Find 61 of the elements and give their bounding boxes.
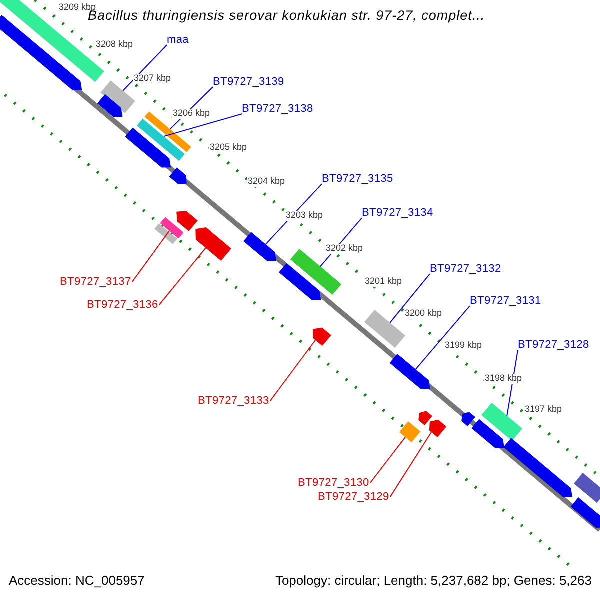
- gene-feature: [364, 310, 406, 348]
- gene-label: BT9727_3135: [322, 173, 394, 186]
- gene-feature: [418, 411, 432, 426]
- position-label: 3201 kbp: [364, 277, 404, 287]
- footer-text: Accession: NC_005957: [9, 574, 145, 588]
- leader-line: [390, 274, 430, 324]
- gene-feature: [154, 224, 178, 244]
- gene-label: BT9727_3133: [198, 395, 270, 408]
- gene-label: BT9727_3136: [87, 299, 158, 312]
- leader-line: [270, 340, 316, 402]
- leader-line: [122, 44, 168, 92]
- gene-feature: [100, 80, 136, 114]
- gene-label: BT9727_3137: [60, 276, 132, 288]
- gene-feature: [196, 228, 232, 261]
- position-label: 3198 kbp: [484, 374, 524, 384]
- gene-feature: [399, 422, 421, 442]
- gene-label: BT9727_3138: [242, 103, 314, 116]
- leader-line: [158, 248, 206, 306]
- gene-feature: [137, 118, 185, 162]
- leader-line: [415, 306, 470, 370]
- position-label: 3197 kbp: [524, 405, 564, 415]
- gene-feature: [504, 438, 573, 498]
- position-label: 3202 kbp: [325, 244, 364, 254]
- gene-label: BT9727_3132: [430, 263, 502, 276]
- gene-feature: [160, 217, 184, 239]
- gene-feature: [97, 94, 123, 118]
- gene-feature: [176, 211, 198, 232]
- gene-label: BT9727_3129: [318, 491, 390, 504]
- gene-label: BT9727_3128: [518, 339, 590, 352]
- position-label: 3205 kbp: [209, 143, 248, 153]
- position-label: 3207 kbp: [133, 74, 172, 84]
- gene-feature: [570, 498, 600, 528]
- position-label: 3206 kbp: [172, 109, 212, 119]
- position-label: 3200 kbp: [404, 309, 444, 319]
- gene-feature: [472, 419, 505, 448]
- position-label: 3209 kbp: [58, 3, 98, 13]
- gene-feature: [279, 263, 322, 300]
- leader-line: [390, 432, 432, 498]
- leader-line: [132, 230, 170, 283]
- position-label: 3204 kbp: [247, 177, 286, 187]
- gene-label: BT9727_3134: [362, 207, 434, 220]
- gene-feature: [244, 232, 277, 262]
- gene-feature: [125, 128, 172, 168]
- gene-feature: [0, 15, 82, 90]
- gene-feature: [429, 420, 447, 438]
- gene-feature: [462, 412, 476, 426]
- gene-label: maa: [167, 34, 189, 46]
- gene-label: BT9727_3130: [298, 477, 370, 490]
- position-label: 3199 kbp: [444, 341, 484, 351]
- position-label: 3208 kbp: [95, 40, 134, 50]
- gene-label: BT9727_3139: [213, 76, 284, 88]
- leader-line: [370, 436, 406, 484]
- gene-feature: [390, 354, 430, 390]
- gene-feature: [144, 112, 192, 152]
- gene-feature: [313, 328, 332, 346]
- gene-label: BT9727_3131: [470, 295, 542, 308]
- leader-line: [163, 114, 242, 138]
- position-label: 3203 kbp: [285, 211, 324, 221]
- gene-feature: [169, 168, 187, 185]
- gene-feature: [482, 403, 522, 441]
- footer-text: Topology: circular; Length: 5,237,682 bp; Genes: 5,263: [275, 574, 592, 588]
